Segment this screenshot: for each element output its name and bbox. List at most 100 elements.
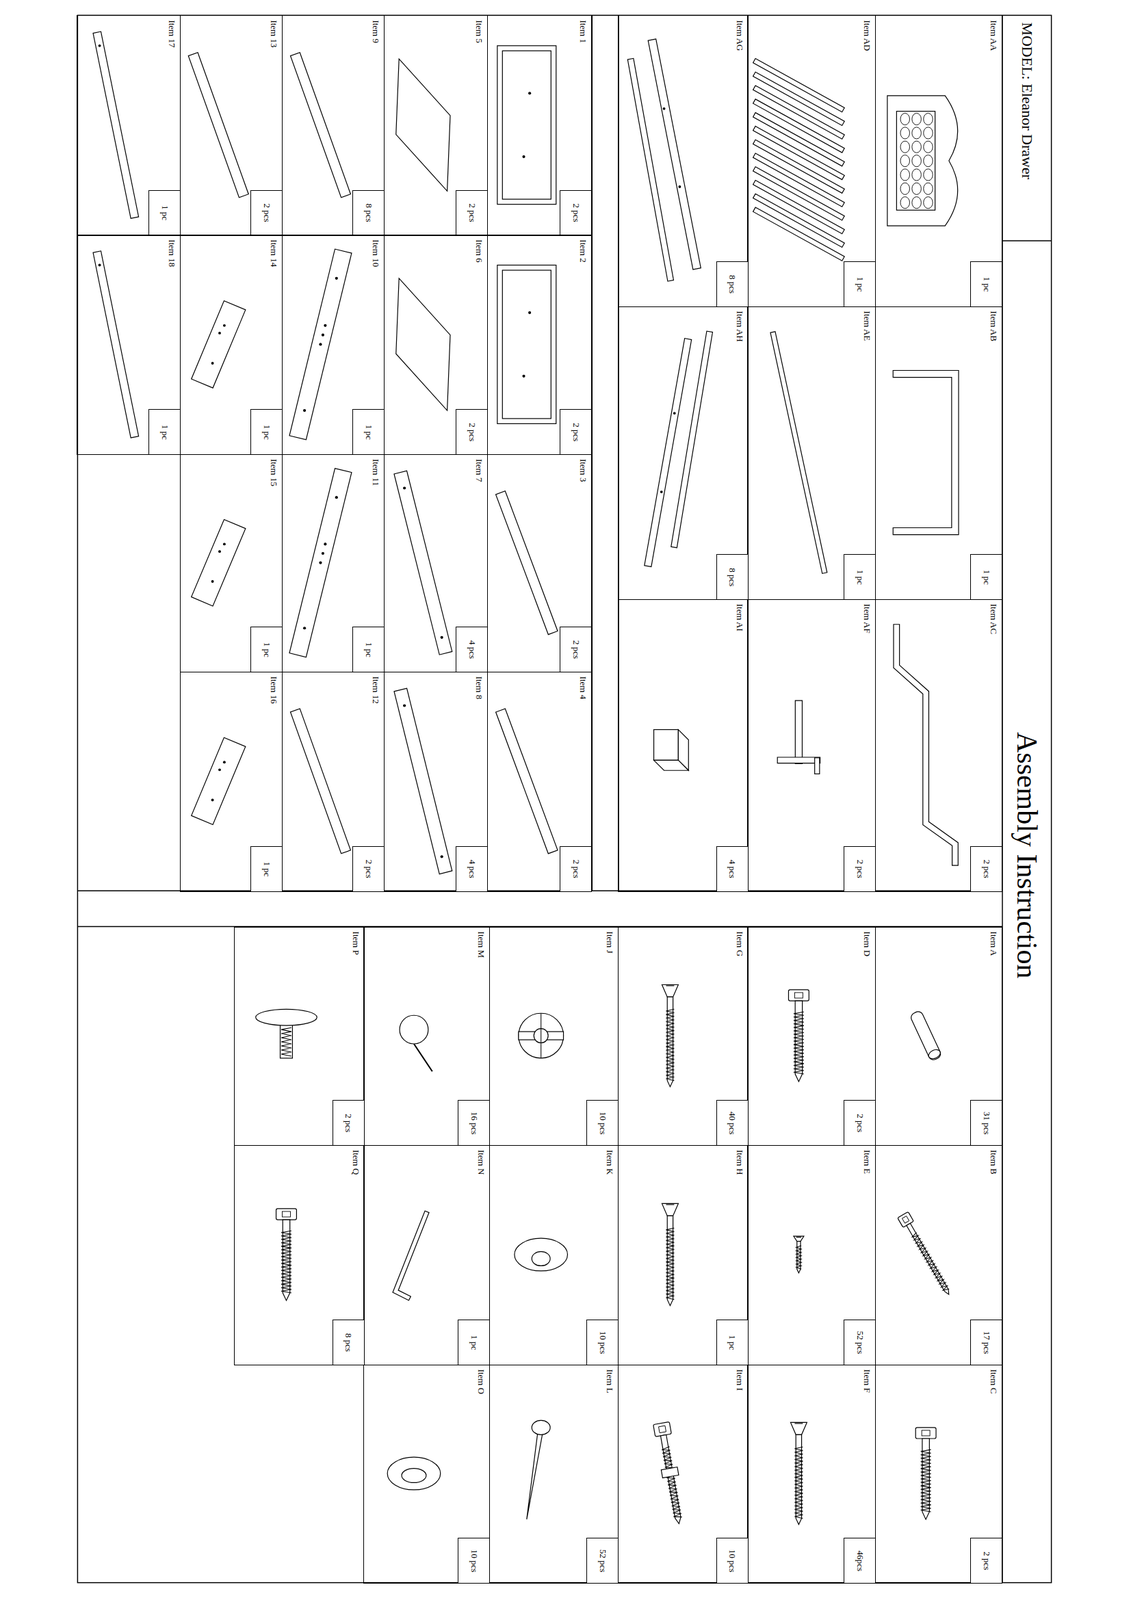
dowel	[909, 1010, 943, 1062]
item-number: Item AC	[988, 604, 999, 635]
part-illustration	[793, 1236, 804, 1274]
hole	[218, 768, 221, 772]
item-number: Item AF	[862, 604, 872, 634]
nail-head	[531, 1420, 551, 1435]
part-cell: Item H1 pc	[617, 1145, 749, 1366]
bolt-socket	[282, 1211, 291, 1218]
part-cell: Item L52 pcs	[489, 1365, 619, 1585]
part-edge	[795, 704, 803, 761]
hole	[211, 799, 215, 802]
part-illustration	[756, 61, 841, 258]
part-illustration	[497, 265, 557, 425]
hole	[318, 561, 322, 565]
item-number: Item 11	[370, 459, 381, 487]
tray-rim	[502, 270, 551, 419]
part-illustration	[296, 715, 345, 848]
item-number: Item E	[862, 1150, 872, 1175]
hole	[318, 342, 322, 346]
lattice	[923, 182, 934, 195]
item-number: Item 10	[370, 239, 381, 267]
screw-head	[661, 984, 679, 997]
screw-head	[790, 1422, 807, 1435]
part-illustration	[653, 1422, 687, 1526]
screw-thread	[665, 1228, 674, 1300]
part-edge	[299, 259, 342, 429]
screw-head	[793, 1236, 804, 1242]
screw-head	[661, 1203, 679, 1216]
part-cell: Item 52 pcs	[383, 15, 488, 236]
part-edge	[896, 627, 956, 863]
part-face	[296, 58, 345, 191]
fascia-outline	[887, 95, 958, 226]
part-face	[502, 497, 552, 629]
hole	[335, 277, 338, 280]
part-illustration	[896, 374, 956, 532]
part-face	[630, 61, 670, 278]
page-frame	[77, 15, 1051, 1583]
part-edge	[630, 61, 670, 278]
part-illustration	[402, 696, 445, 867]
part-illustration	[661, 1203, 679, 1306]
screw-cross	[665, 1204, 674, 1205]
hole	[678, 185, 681, 189]
part-cell: Item AC2 pcs	[875, 599, 1003, 893]
screw-thread	[794, 1447, 803, 1519]
quantity: 1 pc	[148, 409, 180, 455]
item-number: Item 14	[268, 239, 279, 267]
part-cell: Item 84 pcs	[383, 671, 488, 893]
item-number: Item 6	[474, 239, 484, 263]
part-illustration	[887, 95, 958, 226]
screw-thread	[796, 1245, 802, 1270]
part-cell: Item 22 pcs	[487, 234, 593, 455]
part-cell: Item AB1 pc	[875, 306, 1003, 601]
part-illustration	[206, 535, 231, 592]
lattice	[900, 140, 910, 153]
item-number: Item 8	[474, 676, 484, 700]
lattice	[900, 155, 910, 167]
dowel-body	[909, 1010, 943, 1062]
glide-base	[255, 1009, 318, 1026]
lattice	[912, 169, 922, 181]
screw-thread	[281, 1230, 292, 1294]
hole	[218, 331, 221, 335]
part-cell: Item C2 pcs	[875, 1365, 1003, 1585]
model-header: MODEL: Eleanor Drawer	[1002, 15, 1052, 241]
hole	[403, 486, 406, 490]
bolt-socket	[921, 1430, 930, 1437]
quantity: 1 pc	[970, 554, 1002, 600]
screw-thread	[920, 1449, 932, 1513]
part-cell: Item 132 pcs	[179, 15, 284, 236]
screw-thread	[911, 1232, 949, 1293]
part-illustration	[97, 255, 135, 434]
quantity: 8 pcs	[352, 190, 384, 236]
quantity: 52 pcs	[586, 1538, 618, 1584]
part-edge	[206, 535, 231, 592]
item-number: Item AA	[988, 19, 999, 51]
part-illustration	[387, 1457, 441, 1491]
part-cell: Item AD1 pc	[747, 15, 876, 308]
panel-outline	[396, 58, 451, 191]
quantity: 8 pcs	[716, 261, 748, 307]
pin-point	[413, 1044, 433, 1072]
lattice	[923, 140, 934, 153]
part-edge	[402, 696, 445, 867]
glide-thread	[281, 1027, 292, 1057]
screw-thread	[661, 1447, 683, 1519]
hole	[440, 855, 444, 858]
hole	[211, 580, 215, 583]
quantity: 1 pc	[352, 626, 384, 672]
quantity: 2 pcs	[843, 846, 876, 892]
part-cell: Item P2 pcs	[234, 927, 365, 1147]
part-cell: Item 12 pcs	[487, 15, 593, 236]
part-edge	[648, 342, 688, 564]
part-face	[206, 535, 231, 592]
item-number: Item D	[862, 931, 872, 957]
quantity: 40 pcs	[716, 1100, 748, 1146]
quantity: 10 pcs	[457, 1538, 490, 1584]
cam-cross	[540, 1013, 542, 1059]
part-cell: Item 151 pc	[179, 454, 284, 673]
part-illustration	[296, 58, 345, 191]
hole	[335, 496, 338, 499]
part-face	[299, 478, 342, 648]
hole	[211, 361, 215, 365]
